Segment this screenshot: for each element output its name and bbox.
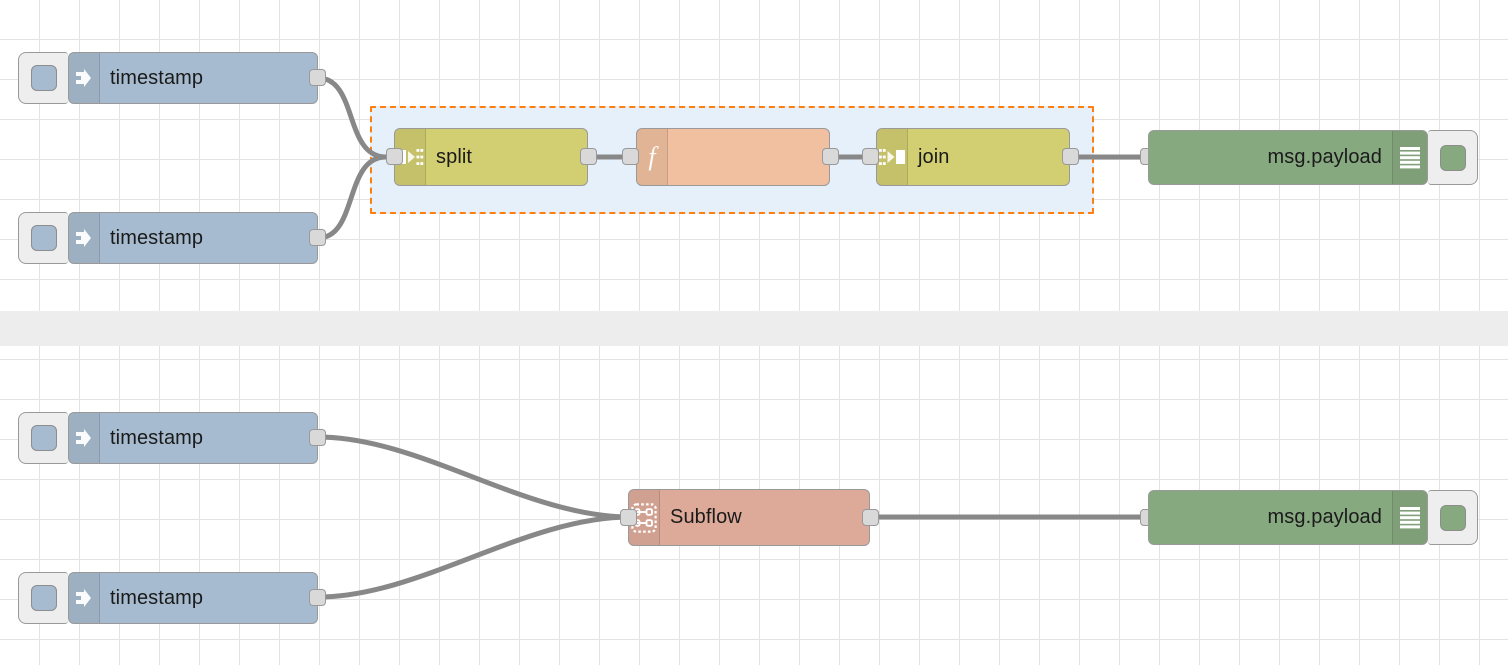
inject-button-core-1	[30, 65, 57, 91]
port-output-join[interactable]	[1062, 148, 1079, 165]
inject-button-2[interactable]	[18, 212, 68, 264]
port-output-subflow[interactable]	[862, 509, 879, 526]
debug-toggle-button-1[interactable]	[1428, 130, 1478, 185]
inject-button-4[interactable]	[18, 572, 68, 624]
node-inject-3-label: timestamp	[110, 426, 204, 449]
node-debug-2-label: msg.payload	[1267, 506, 1382, 528]
node-inject-1[interactable]: timestamp	[68, 52, 318, 104]
debug-toggle-button-2[interactable]	[1428, 490, 1478, 545]
node-inject-4[interactable]: timestamp	[68, 572, 318, 624]
debug-lines-icon	[1392, 131, 1427, 184]
port-output-inject-3[interactable]	[309, 429, 326, 446]
svg-text:f: f	[648, 142, 659, 171]
node-inject-1-label: timestamp	[110, 66, 204, 89]
function-f-icon: f	[637, 129, 668, 185]
join-icon	[877, 129, 908, 185]
node-subflow-label: Subflow	[670, 506, 742, 528]
wire-inject4-to-subflow	[315, 514, 633, 600]
inject-arrow-icon	[69, 53, 100, 103]
node-debug-2[interactable]: msg.payload	[1148, 490, 1428, 545]
debug-lines-icon	[1392, 491, 1427, 544]
inject-button-core-3	[30, 425, 57, 451]
port-output-split[interactable]	[580, 148, 597, 165]
node-split[interactable]: split	[394, 128, 588, 186]
node-debug-1-label: msg.payload	[1267, 146, 1382, 168]
port-output-inject-2[interactable]	[309, 229, 326, 246]
node-debug-1[interactable]: msg.payload	[1148, 130, 1428, 185]
node-inject-3[interactable]: timestamp	[68, 412, 318, 464]
inject-button-core-4	[30, 585, 57, 611]
node-inject-2[interactable]: timestamp	[68, 212, 318, 264]
node-split-label: split	[436, 145, 473, 168]
debug-toggle-core-2	[1439, 504, 1466, 531]
wire-inject3-to-subflow	[315, 434, 633, 520]
debug-toggle-core-1	[1439, 144, 1466, 171]
inject-button-1[interactable]	[18, 52, 68, 104]
inject-arrow-icon	[69, 213, 100, 263]
node-subflow[interactable]: Subflow	[628, 489, 870, 546]
port-input-subflow[interactable]	[620, 509, 637, 526]
port-input-function[interactable]	[622, 148, 639, 165]
port-output-function[interactable]	[822, 148, 839, 165]
flow-divider	[0, 311, 1508, 346]
inject-button-3[interactable]	[18, 412, 68, 464]
port-input-join[interactable]	[862, 148, 879, 165]
node-join[interactable]: join	[876, 128, 1070, 186]
node-join-label: join	[918, 145, 950, 168]
node-inject-4-label: timestamp	[110, 586, 204, 609]
inject-button-core-2	[30, 225, 57, 251]
node-inject-2-label: timestamp	[110, 226, 204, 249]
inject-arrow-icon	[69, 573, 100, 623]
port-output-inject-1[interactable]	[309, 69, 326, 86]
inject-arrow-icon	[69, 413, 100, 463]
port-input-split[interactable]	[386, 148, 403, 165]
node-function[interactable]: f	[636, 128, 830, 186]
port-output-inject-4[interactable]	[309, 589, 326, 606]
